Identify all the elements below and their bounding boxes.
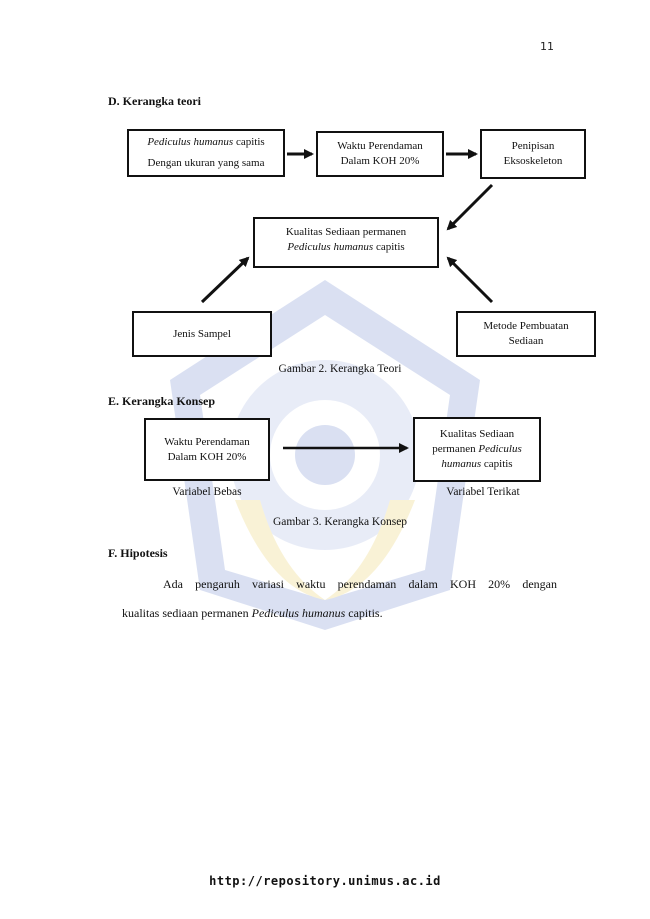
arrow-thin-to-quality [446, 183, 494, 231]
box-preparation-quality: Kualitas Sediaan permanen Pediculus huma… [253, 217, 439, 268]
arrow-type-to-quality [200, 256, 250, 304]
arrow-method-to-quality [446, 256, 494, 304]
hypothesis-line2: kualitas sediaan permanen Pediculus huma… [122, 606, 383, 620]
heading-kerangka-konsep: E. Kerangka Konsep [108, 394, 216, 408]
box-thin-line2: Eksoskeleton [503, 155, 563, 167]
box-dependent-variable: Kualitas Sediaan permanen Pediculus huma… [413, 417, 541, 482]
box-sample-line2: Dengan ukuran yang sama [147, 157, 265, 169]
box-indep-line2: Dalam KOH 20% [167, 450, 247, 463]
label-independent-variable: Variabel Bebas [172, 486, 242, 498]
box-independent-variable: Waktu Perendaman Dalam KOH 20% [144, 418, 270, 481]
box-quality-line1: Kualitas Sediaan permanen [285, 226, 407, 238]
footer-repository-url: http://repository.unimus.ac.id [209, 874, 441, 888]
box-sample-line1: Pediculus humanus capitis [147, 136, 265, 148]
box-method: Metode Pembuatan Sediaan [456, 311, 596, 357]
box-sample: Pediculus humanus capitis Dengan ukuran … [127, 129, 285, 177]
box-dep-line3: humanus capitis [441, 458, 513, 470]
label-dependent-variable: Variabel Terikat [446, 486, 520, 498]
heading-hipotesis: F. Hipotesis [108, 546, 168, 560]
box-thin-line1: Penipisan [511, 140, 555, 152]
caption-gambar-2: Gambar 2. Kerangka Teori [278, 363, 402, 375]
box-indep-line1: Waktu Perendaman [164, 435, 250, 448]
heading-kerangka-teori: D. Kerangka teori [108, 94, 201, 108]
box-exoskeleton-thinning: Penipisan Eksoskeleton [480, 129, 586, 179]
box-type-line1: Jenis Sampel [173, 327, 231, 340]
page-number: 11 [540, 40, 554, 53]
box-quality-line2: Pediculus humanus capitis [287, 241, 405, 253]
box-dep-line2: permanen Pediculus [432, 443, 522, 455]
box-dep-line1: Kualitas Sediaan [439, 428, 515, 440]
box-soak-line2: Dalam KOH 20% [340, 155, 420, 167]
box-method-line1: Metode Pembuatan [483, 320, 569, 332]
hypothesis-line1: Ada pengaruh variasi waktu perendaman da… [163, 577, 557, 591]
box-sample-type: Jenis Sampel [132, 311, 272, 357]
box-method-line2: Sediaan [508, 335, 544, 347]
caption-gambar-3: Gambar 3. Kerangka Konsep [272, 516, 408, 528]
box-soak-time: Waktu Perendaman Dalam KOH 20% [316, 131, 444, 177]
box-soak-line1: Waktu Perendaman [337, 140, 423, 152]
